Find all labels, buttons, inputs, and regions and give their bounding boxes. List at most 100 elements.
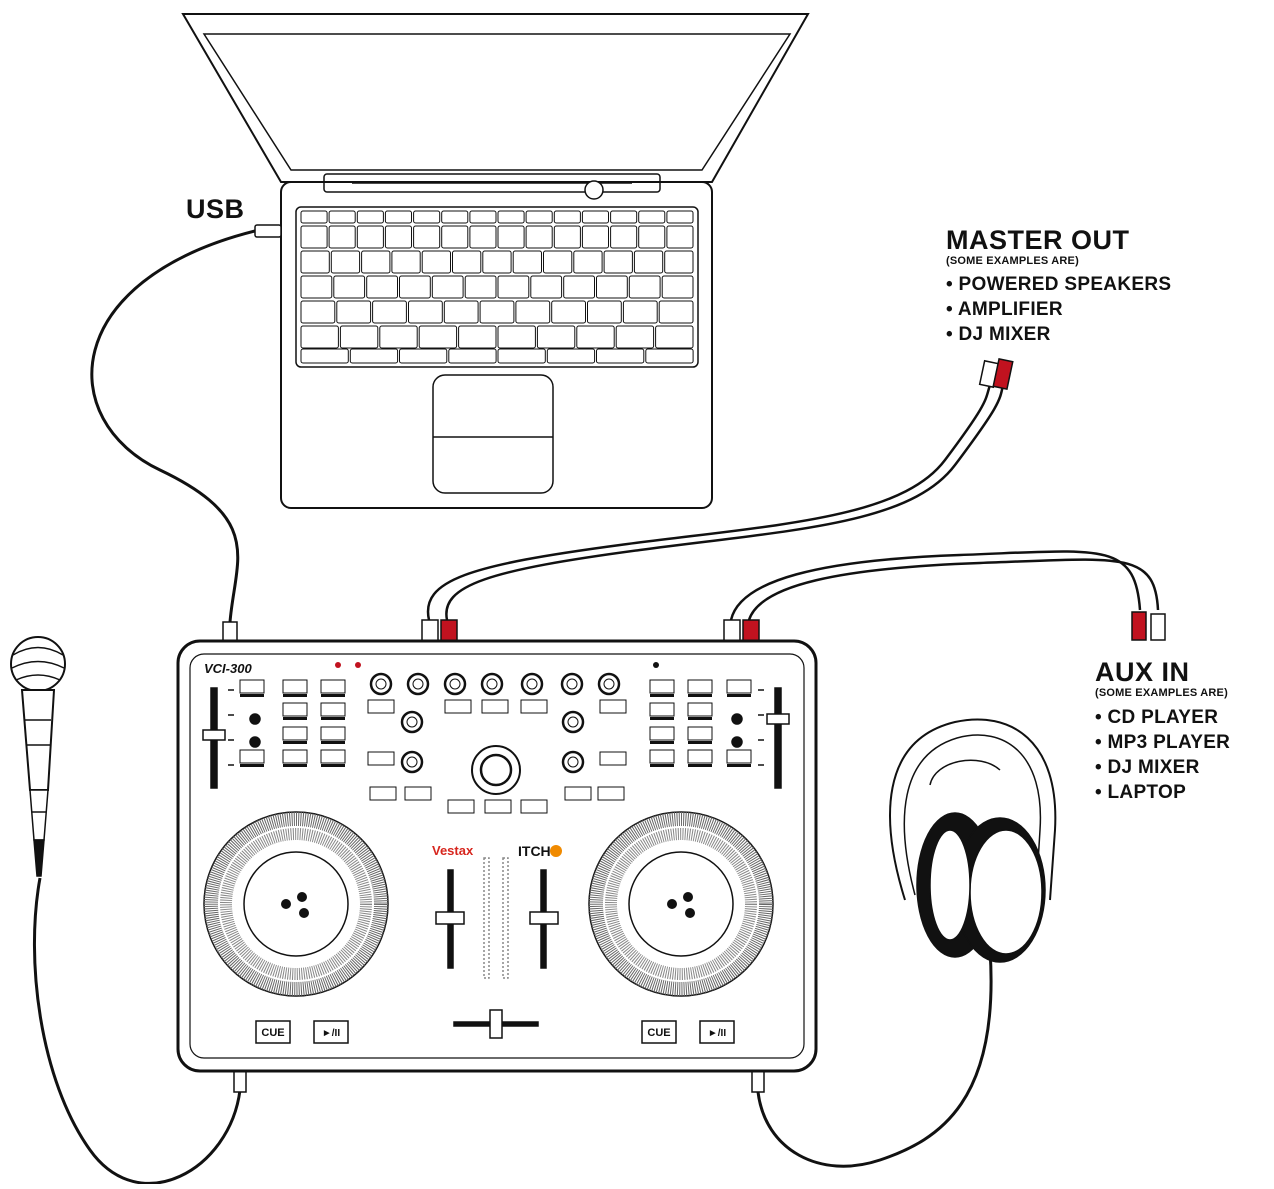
keyboard-key [479, 300, 515, 324]
keyboard-key [633, 250, 664, 274]
keyboard-key [497, 210, 525, 224]
controller-pad [520, 699, 548, 714]
knob-cap [406, 716, 418, 728]
knob-cap [375, 678, 387, 690]
keyboard-key [448, 348, 497, 364]
keyboard-key [638, 210, 666, 224]
keyboard-key [413, 210, 441, 224]
keyboard-key [469, 210, 497, 224]
controller-pad [282, 749, 308, 764]
controller-pad [282, 679, 308, 694]
channel-faders [435, 857, 559, 979]
keyboard-key [300, 348, 349, 364]
controller-buttons [239, 679, 752, 814]
keyboard-key [391, 250, 421, 274]
knob-cap [526, 678, 538, 690]
controller-pad [369, 786, 397, 801]
master-out-rca-plugs [978, 357, 1014, 391]
keyboard-key [336, 300, 372, 324]
pad-led [650, 764, 674, 767]
laptop-trackpad [432, 374, 554, 494]
controller-pad [239, 679, 265, 694]
vestax-logo: Vestax [432, 843, 474, 858]
laptop-base [280, 173, 713, 509]
keyboard-key [458, 325, 497, 349]
left-cue-button[interactable]: CUE [255, 1020, 291, 1044]
knob-cap [406, 756, 418, 768]
right-cue-button[interactable]: CUE [641, 1020, 677, 1044]
keyboard-key [384, 210, 412, 224]
keyboard-key [551, 300, 587, 324]
pad-led [283, 717, 307, 720]
keyboard-key [469, 225, 497, 249]
svg-text:CUE: CUE [647, 1027, 670, 1039]
keyboard-key [452, 250, 482, 274]
controller-pad [597, 786, 625, 801]
controller-pad [481, 699, 509, 714]
knob-cap [486, 678, 498, 690]
controller-pad [649, 702, 675, 717]
right-play-pause-button[interactable]: ►/II [699, 1020, 735, 1044]
keyboard-key [666, 210, 694, 224]
mic-cable [32, 877, 242, 1185]
knob-cap [603, 678, 615, 690]
master-out-subtitle: (SOME EXAMPLES ARE) [946, 255, 1079, 267]
pad-led [727, 764, 751, 767]
keyboard-key [333, 275, 366, 299]
controller-pad [282, 702, 308, 717]
right-pitch-fader [758, 687, 790, 789]
controller-pad [484, 799, 512, 814]
pad-led [321, 717, 345, 720]
knob-cap [412, 678, 424, 690]
keyboard-key [603, 250, 633, 274]
keyboard-key [497, 275, 530, 299]
keyboard-key [530, 275, 563, 299]
keyboard-key [356, 210, 384, 224]
controller-pad [444, 699, 472, 714]
pad-led [321, 741, 345, 744]
controller-pad [687, 702, 713, 717]
pad-led [688, 764, 712, 767]
pad-led [283, 741, 307, 744]
keyboard-key [645, 348, 694, 364]
controller-pad [320, 749, 346, 764]
keyboard-key [581, 210, 610, 224]
keyboard-key [628, 275, 661, 299]
left-play-pause-button[interactable]: ►/II [313, 1020, 349, 1044]
aux-in-item: • MP3 PLAYER [1095, 732, 1231, 753]
headphones [889, 718, 1057, 963]
keyboard-key [443, 300, 479, 324]
keyboard-key [655, 325, 694, 349]
keyboard-key [356, 225, 384, 249]
pad-led [240, 694, 264, 697]
aux-in-item: • DJ MIXER [1095, 757, 1200, 778]
keyboard-key [441, 225, 469, 249]
keyboard-key [384, 225, 412, 249]
controller-model: VCI-300 [204, 661, 252, 676]
keyboard-key [441, 210, 469, 224]
keyboard-key [553, 225, 581, 249]
controller-pad [726, 679, 752, 694]
pad-led [650, 717, 674, 720]
keyboard-key [615, 325, 655, 349]
knob-cap [566, 678, 578, 690]
master-out-item: • DJ MIXER [946, 324, 1051, 345]
aux-in-cable [729, 550, 1160, 621]
keyboard-key [515, 300, 551, 324]
laptop-screen [181, 13, 810, 183]
svg-text:Vestax: Vestax [432, 843, 474, 858]
keyboard-key [638, 225, 666, 249]
pad-led [321, 694, 345, 697]
controller-pad [649, 749, 675, 764]
keyboard-key [664, 250, 694, 274]
aux-in-item: • CD PLAYER [1095, 707, 1219, 728]
keyboard-key [300, 300, 336, 324]
laptop [181, 13, 810, 509]
controller-pad [687, 679, 713, 694]
microphone [10, 636, 66, 877]
keyboard-key [563, 275, 596, 299]
keyboard-key [418, 325, 458, 349]
keyboard-key [300, 275, 333, 299]
usb-label: USB [186, 194, 245, 224]
